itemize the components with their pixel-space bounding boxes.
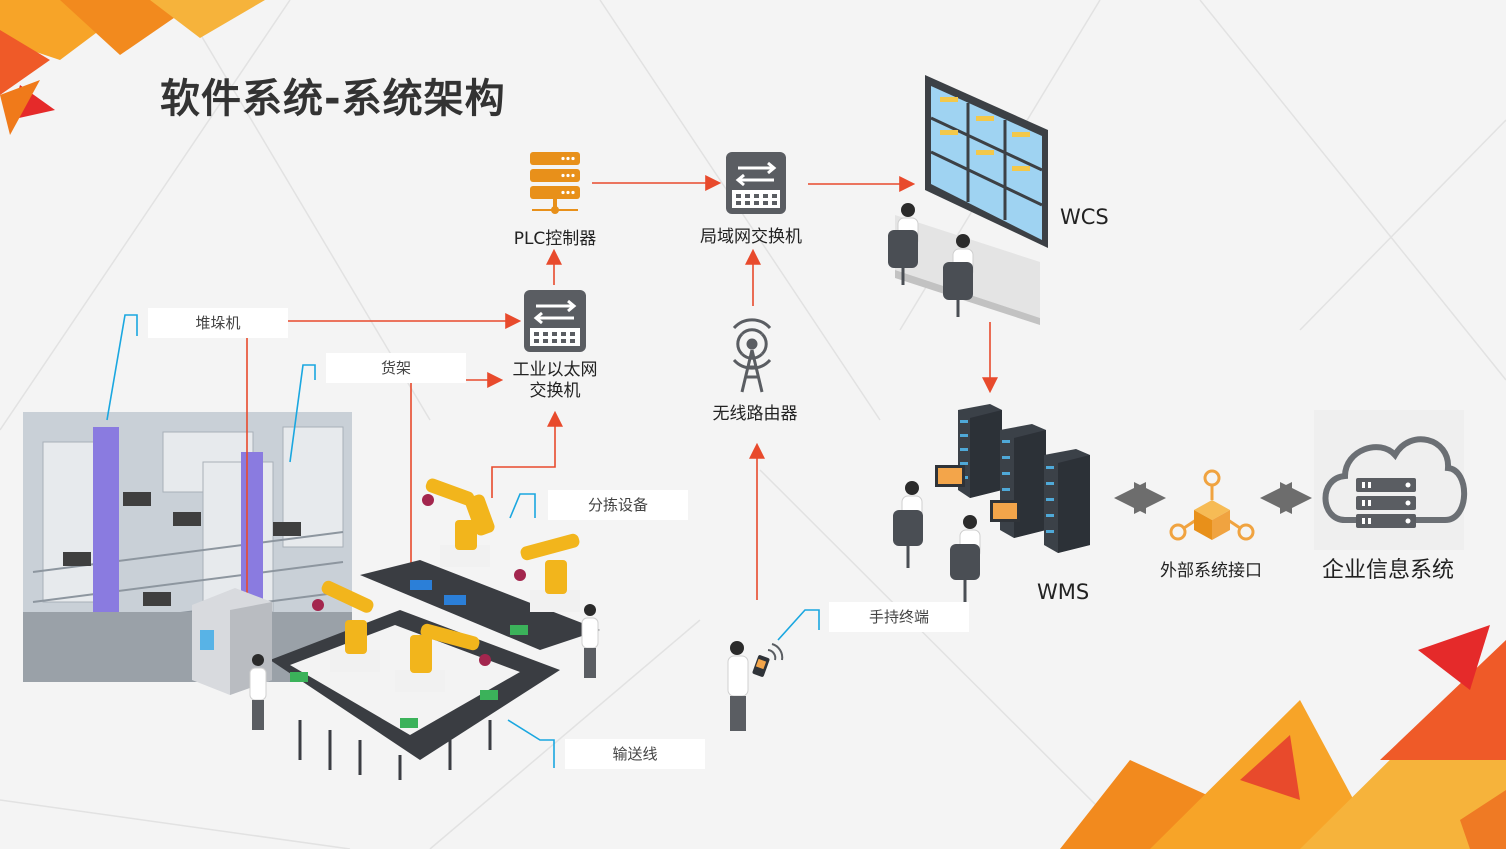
- arrow-sorting-to-industrial: [491, 410, 563, 498]
- callout-sorting: 分拣设备: [548, 490, 688, 520]
- warehouse-image: [23, 412, 352, 682]
- robot-arm-4: [395, 623, 491, 692]
- robot-arm-1: [422, 478, 495, 567]
- callout-handheld: 手持终端: [829, 602, 969, 632]
- plc-controller-icon: [530, 152, 580, 214]
- conveyor-and-robots-illustration: [192, 478, 600, 780]
- wcs-operator-figures: [888, 203, 974, 317]
- enterprise-cloud-icon: [1314, 410, 1468, 550]
- callout-line-stacker: [106, 314, 138, 421]
- external-interface-label: 外部系统接口: [1160, 561, 1262, 581]
- wireless-router-icon: [732, 318, 772, 393]
- robot-arm-2: [514, 533, 580, 612]
- callout-rack: 货架: [326, 353, 466, 383]
- enterprise-info-label: 企业信息系统: [1322, 558, 1455, 583]
- external-interface-icon: [1169, 469, 1255, 541]
- callout-conveyor: 输送线: [565, 739, 705, 769]
- industrial-switch-label: 工业以太网 交换机: [512, 360, 598, 401]
- industrial-switch-icon: [524, 290, 586, 352]
- robot-arm-3: [312, 580, 380, 672]
- callout-stacker: 堆垛机: [148, 308, 288, 338]
- wms-server-racks-icon: [958, 404, 1090, 553]
- wms-label: WMS: [1037, 580, 1090, 604]
- callout-line-sorting: [509, 493, 536, 519]
- wireless-router-label: 无线路由器: [712, 404, 798, 424]
- handheld-worker-figure: [727, 641, 784, 731]
- wcs-label: WCS: [1060, 205, 1109, 229]
- callout-line-rack: [289, 364, 316, 463]
- callout-line-conveyor: [507, 719, 555, 768]
- callout-line-handheld: [777, 609, 820, 641]
- lan-switch-label: 局域网交换机: [700, 227, 802, 247]
- page-title: 软件系统-系统架构: [160, 76, 506, 122]
- lan-switch-icon: [726, 152, 786, 214]
- worker-figures: [249, 604, 599, 730]
- wms-operator-figures: [893, 465, 1020, 602]
- plc-label: PLC控制器: [513, 229, 597, 249]
